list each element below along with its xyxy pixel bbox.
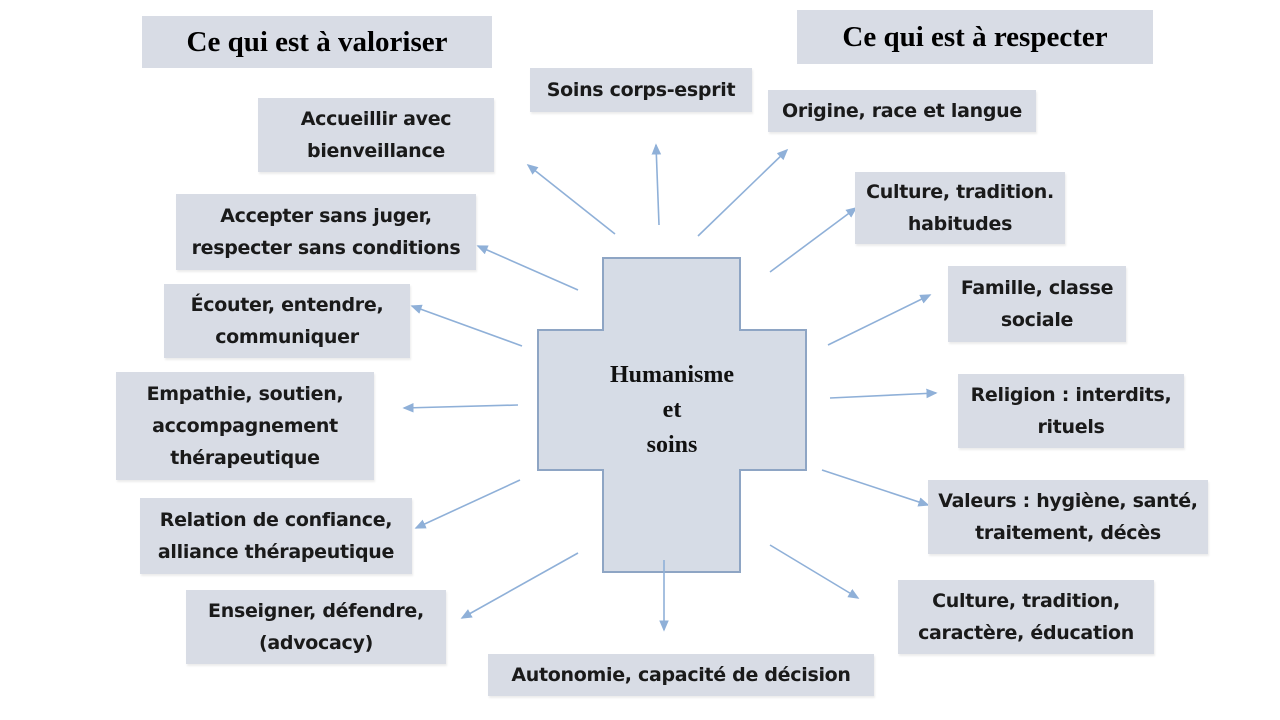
node-relation: Relation de confiance, alliance thérapeu… [140,498,412,574]
node-label: Écouter, entendre, communiquer [190,294,384,348]
node-famille: Famille, classe sociale [948,266,1126,342]
node-enseigner: Enseigner, défendre, (advocacy) [186,590,446,664]
node-empathie: Empathie, soutien, accompagnement thérap… [116,372,374,480]
node-accueillir: Accueillir avec bienveillance [258,98,494,172]
arrow-connector [410,304,523,347]
arrow-connector [821,469,930,507]
node-label: Culture, tradition. habitudes [866,181,1054,235]
title-respecter: Ce qui est à respecter [797,10,1153,64]
node-origine: Origine, race et langue [768,90,1036,132]
node-autonomie: Autonomie, capacité de décision [488,654,874,696]
node-valeurs: Valeurs : hygiène, santé, traitement, dé… [928,480,1208,554]
arrow-connector [651,143,662,226]
title-valoriser: Ce qui est à valoriser [142,16,492,68]
node-religion: Religion : interdits, rituels [958,374,1184,448]
arrow-connector [769,544,860,599]
node-label: Famille, classe sociale [960,277,1114,331]
node-label: Religion : interdits, rituels [970,384,1172,438]
arrow-connector [460,552,579,619]
center-label: Humanisme et soins [609,362,734,458]
node-label: Culture, tradition, caractère, éducation [918,590,1134,644]
arrow-connector [526,164,616,235]
node-label: Relation de confiance, alliance thérapeu… [157,509,395,563]
node-label: Soins corps-esprit [546,79,736,101]
arrow-connector [697,148,789,237]
node-label: Accepter sans juger, respecter sans cond… [191,205,461,259]
node-label: Empathie, soutien, accompagnement thérap… [146,383,344,469]
arrow-connector [414,479,521,529]
node-accepter: Accepter sans juger, respecter sans cond… [176,194,476,270]
node-soins-corps-esprit: Soins corps-esprit [530,68,752,112]
node-culture-habitudes: Culture, tradition. habitudes [855,172,1065,244]
arrow-connector [476,245,579,291]
node-label: Autonomie, capacité de décision [511,664,851,686]
node-label: Accueillir avec bienveillance [300,108,452,162]
arrow-connector [402,402,519,413]
arrow-connector [829,388,938,399]
node-culture-education: Culture, tradition, caractère, éducation [898,580,1154,654]
node-label: Origine, race et langue [782,100,1022,122]
node-label: Valeurs : hygiène, santé, traitement, dé… [938,490,1198,544]
center-cross-shape [537,257,807,573]
arrow-connector [769,207,858,273]
node-ecouter: Écouter, entendre, communiquer [164,284,410,358]
node-label: Enseigner, défendre, (advocacy) [208,600,424,654]
arrow-connector [827,294,932,346]
